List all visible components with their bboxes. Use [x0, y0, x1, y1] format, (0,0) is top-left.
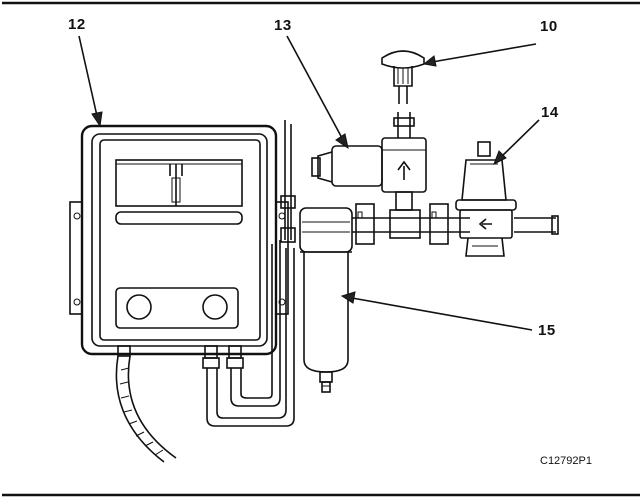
control-box [69, 124, 289, 369]
pressure-regulator [455, 141, 517, 257]
callout-10: 10 [540, 18, 558, 35]
callout-15: 15 [538, 322, 556, 339]
figure-code: C12792P1 [540, 455, 592, 467]
callout-12: 12 [68, 16, 86, 33]
callout-14: 14 [541, 104, 559, 121]
callout-13: 13 [274, 17, 292, 34]
adjusting-knob [381, 50, 425, 104]
manifold-piping [352, 203, 559, 245]
tubing [206, 120, 296, 427]
flexible-conduit [115, 355, 177, 463]
separator-unit [311, 112, 427, 211]
leader-lines [78, 35, 540, 331]
filter-bowl [299, 207, 353, 393]
